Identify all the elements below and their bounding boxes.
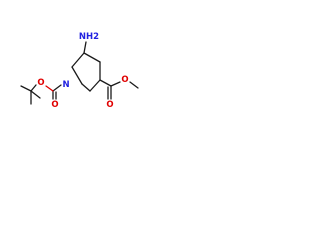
amine-label: NH2: [79, 32, 99, 42]
ring-nitrogen-label: N: [62, 80, 69, 90]
bond-c3-nh2: [83, 41, 87, 54]
bond-boc-c-o-single: [45, 85, 54, 92]
bond-ring-c2-c3: [71, 52, 85, 68]
piperidine-ring: [71, 52, 101, 92]
bond-tbutyl-me1: [20, 85, 32, 92]
bond-ring-n-c2: [71, 66, 83, 85]
bond-ring-c5-c6: [89, 79, 101, 92]
boc-group: O O: [20, 78, 62, 110]
molecule-structure-diagram: NH2 N O O O O: [20, 32, 139, 110]
bond-o-methyl: [129, 81, 139, 89]
bond-ring-c6-n: [81, 83, 91, 92]
bond-ring-c3-c4: [83, 52, 101, 63]
methyl-ester-group: O O: [99, 75, 139, 110]
bond-tbutyl-me3: [30, 90, 41, 99]
bond-n-boc-carbon: [52, 84, 62, 92]
boc-ester-oxygen-label: O: [37, 78, 44, 88]
ester-methoxy-oxygen-label: O: [121, 75, 128, 85]
boc-carbonyl-oxygen-label: O: [51, 100, 58, 110]
bond-ester-c-o-single: [110, 81, 121, 87]
ester-carbonyl-oxygen-label: O: [106, 100, 113, 110]
bond-o-tbutyl: [30, 84, 37, 92]
bond-c5-ester-carbon: [99, 79, 112, 87]
